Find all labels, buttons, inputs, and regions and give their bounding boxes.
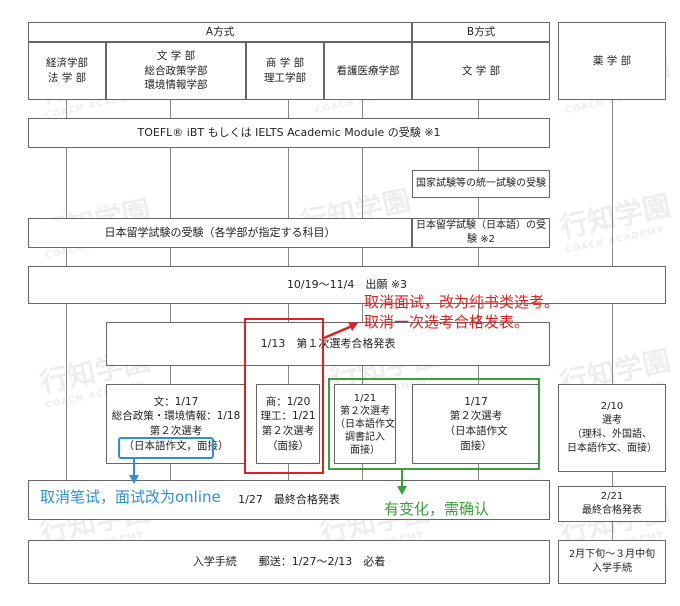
method-a-header: A方式 (28, 22, 412, 42)
enrollment-pharmacy: 2月下旬～３月中旬 入学手続 (558, 540, 666, 584)
step-eju-japanese: 日本留学試験（日本語）の受験 ※2 (412, 218, 550, 248)
dept-commerce-science: 商 学 部理工学部 (246, 42, 324, 100)
green-annotation: 有变化，需确认 (384, 500, 490, 518)
dept-pharmacy: 薬 学 部 (558, 22, 666, 100)
blue-annotation: 取消笔试，面试改为online (40, 488, 221, 506)
flow-line (288, 100, 289, 520)
step-final-result: 1/27 最終合格発表 (28, 480, 550, 520)
step-enrollment: 入学手続 郵送：1/27～2/13 必着 (28, 540, 550, 584)
dept-lit-policy-env: 文 学 部総合政策学部環境情報学部 (106, 42, 246, 100)
blue-highlight-frame (118, 437, 214, 459)
flow-line (66, 100, 67, 520)
step-application: 10/19～11/4 出願 ※3 (28, 266, 666, 304)
green-arrow-icon (397, 470, 407, 495)
final-result-pharmacy: 2/21 最終合格発表 (558, 486, 666, 522)
blue-arrow-icon (129, 459, 139, 484)
second-selection-commerce: 商：1/20 理工：1/21 第２次選考 （面接） (256, 384, 320, 464)
flow-line (612, 100, 613, 540)
step-eju: 日本留学試験の受験（各学部が指定する科目） (28, 218, 412, 248)
flow-line (170, 100, 171, 520)
dept-nursing: 看護医療学部 (324, 42, 412, 100)
green-highlight-frame (328, 378, 540, 470)
red-arrow-icon (323, 322, 358, 340)
flow-line (478, 100, 479, 520)
second-selection-lit: 文：1/17 総合政策・環境情報：1/18 第２次選考 （日本語作文，面接） (106, 384, 246, 464)
second-selection-nursing: 1/21 第２次選考 （日本語作文 調書記入 面接） (334, 384, 396, 464)
dept-econ-law: 経済学部法 学 部 (28, 42, 106, 100)
step-first-result: 1/13 第１次選考合格発表 (106, 322, 550, 366)
red-annotation: 取消面试，改为纯书类选考。 取消一次选考合格发表。 (364, 293, 560, 332)
dept-b-lit: 文 学 部 (412, 42, 550, 100)
selection-pharmacy: 2/10 選考 （理科、外国語、 日本語作文、面接） (558, 384, 666, 472)
step-national-exam: 国家試験等の統一試験の受験 (412, 170, 550, 198)
flow-line (362, 100, 363, 520)
red-highlight-frame (244, 318, 324, 474)
method-b-header: B方式 (412, 22, 550, 42)
step-toefl: TOEFL® iBT もしくは IELTS Academic Module の受… (28, 118, 550, 148)
